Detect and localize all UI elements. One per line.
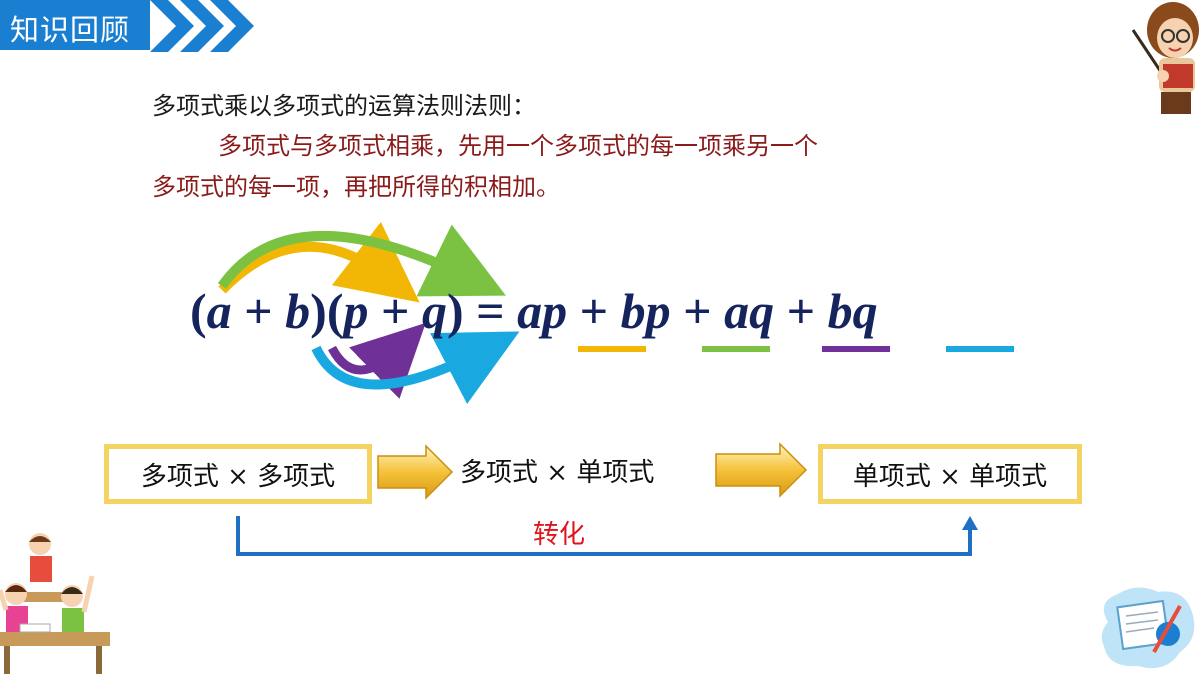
arrow-b-to-q	[311, 331, 520, 404]
monomial-times-monomial-box: 单项式 × 单项式	[818, 444, 1082, 504]
rule-heading: 多项式乘以多项式的运算法则法则：	[152, 92, 536, 120]
paren: (	[326, 283, 344, 339]
plus-sign: +	[231, 283, 286, 339]
header-bar	[0, 0, 150, 50]
transform-connector	[236, 516, 972, 556]
plus-sign: +	[670, 283, 725, 339]
math-board-illustration-icon	[1101, 587, 1195, 669]
term-bq: bq	[827, 283, 878, 339]
term-p: p	[343, 283, 369, 339]
paren: (	[190, 283, 207, 339]
plus-sign: +	[368, 283, 422, 339]
rule-text-line-2: 多项式的每一项，再把所得的积相加。	[152, 173, 560, 201]
equals-sign: =	[463, 283, 518, 339]
arrow-b-to-p	[328, 322, 426, 399]
rule-text-line-1: 多项式与多项式相乘，先用一个多项式的每一项乘另一个	[218, 132, 818, 160]
aq-underline	[822, 346, 890, 352]
right-arrow-icon	[377, 444, 454, 500]
term-a: a	[206, 283, 232, 339]
transform-label: 转化	[533, 520, 586, 550]
polynomial-times-monomial-label: 多项式 × 单项式	[460, 458, 655, 488]
right-arrow-icon	[715, 442, 808, 498]
bq-underline	[946, 346, 1014, 352]
paren: )	[310, 283, 327, 339]
term-b: b	[285, 283, 311, 339]
ap-underline	[578, 346, 646, 352]
term-q: q	[421, 283, 447, 339]
term-aq: aq	[724, 283, 775, 339]
bp-underline	[702, 346, 770, 352]
expansion-formula: (a + b)(p + q) = ap + bp + aq + bq	[190, 282, 878, 340]
paren: )	[446, 283, 464, 339]
plus-sign: +	[774, 283, 828, 339]
plus-sign: +	[567, 283, 621, 339]
term-bp: bp	[620, 283, 671, 339]
page-title: 知识回顾	[10, 13, 131, 47]
chevron-decoration-icon	[150, 0, 254, 52]
arrow-a-to-q	[217, 224, 506, 297]
term-ap: ap	[517, 283, 568, 339]
teacher-illustration-icon	[1131, 2, 1199, 114]
up-arrow-icon	[962, 516, 978, 530]
students-illustration-icon	[0, 533, 110, 674]
polynomial-times-polynomial-box: 多项式 × 多项式	[104, 444, 372, 504]
arrow-a-to-p	[218, 221, 420, 303]
